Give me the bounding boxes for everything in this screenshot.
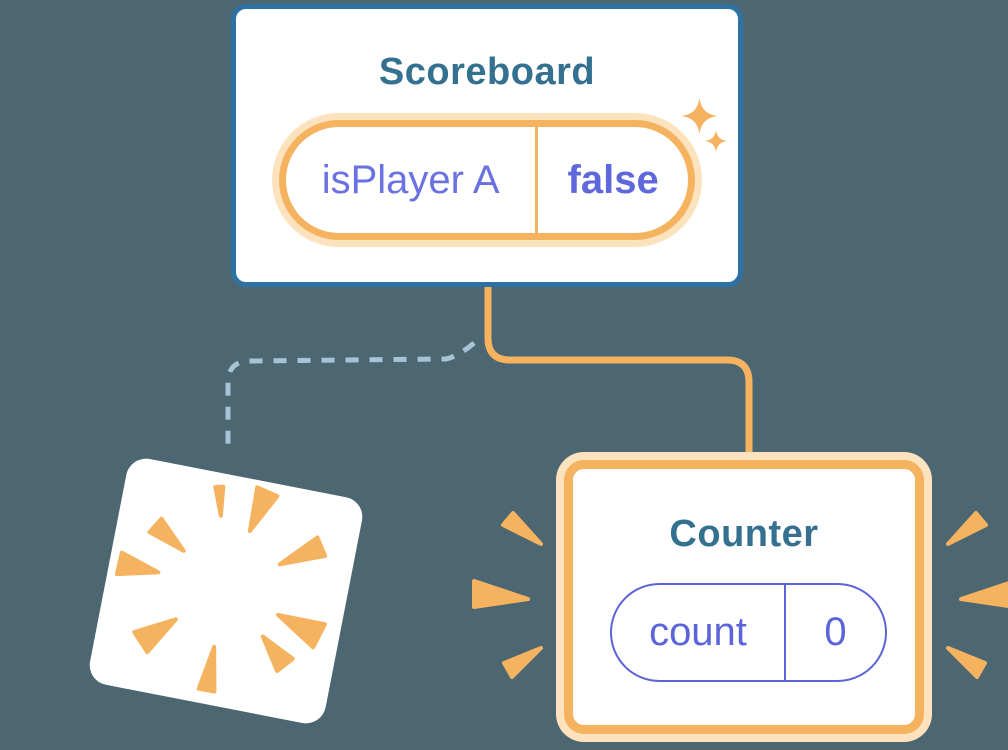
scoreboard-state-value: false — [567, 157, 659, 202]
poof-burst-icon — [114, 484, 328, 694]
scoreboard-state-pill: isPlayer A false — [279, 120, 695, 240]
scoreboard-title: Scoreboard — [378, 51, 596, 93]
pill-divider — [783, 585, 786, 680]
counter-card: Counter count 0 — [564, 460, 924, 734]
emphasis-rays-right-icon — [946, 511, 1008, 679]
edge-scoreboard-destroyed — [225, 341, 476, 454]
edge-scoreboard-counter — [484, 284, 753, 462]
counter-state-value: 0 — [824, 610, 847, 654]
scoreboard-state-name: isPlayer A — [321, 157, 500, 202]
scoreboard-card: Scoreboard isPlayer A false — [231, 4, 743, 287]
pill-divider — [535, 127, 539, 233]
counter-title: Counter — [669, 513, 819, 555]
destroyed-component-card — [86, 455, 366, 727]
emphasis-rays-left-icon — [472, 511, 543, 679]
sparkles-icon — [681, 98, 727, 152]
counter-state-name: count — [649, 610, 747, 654]
counter-state-pill: count 0 — [610, 583, 887, 682]
